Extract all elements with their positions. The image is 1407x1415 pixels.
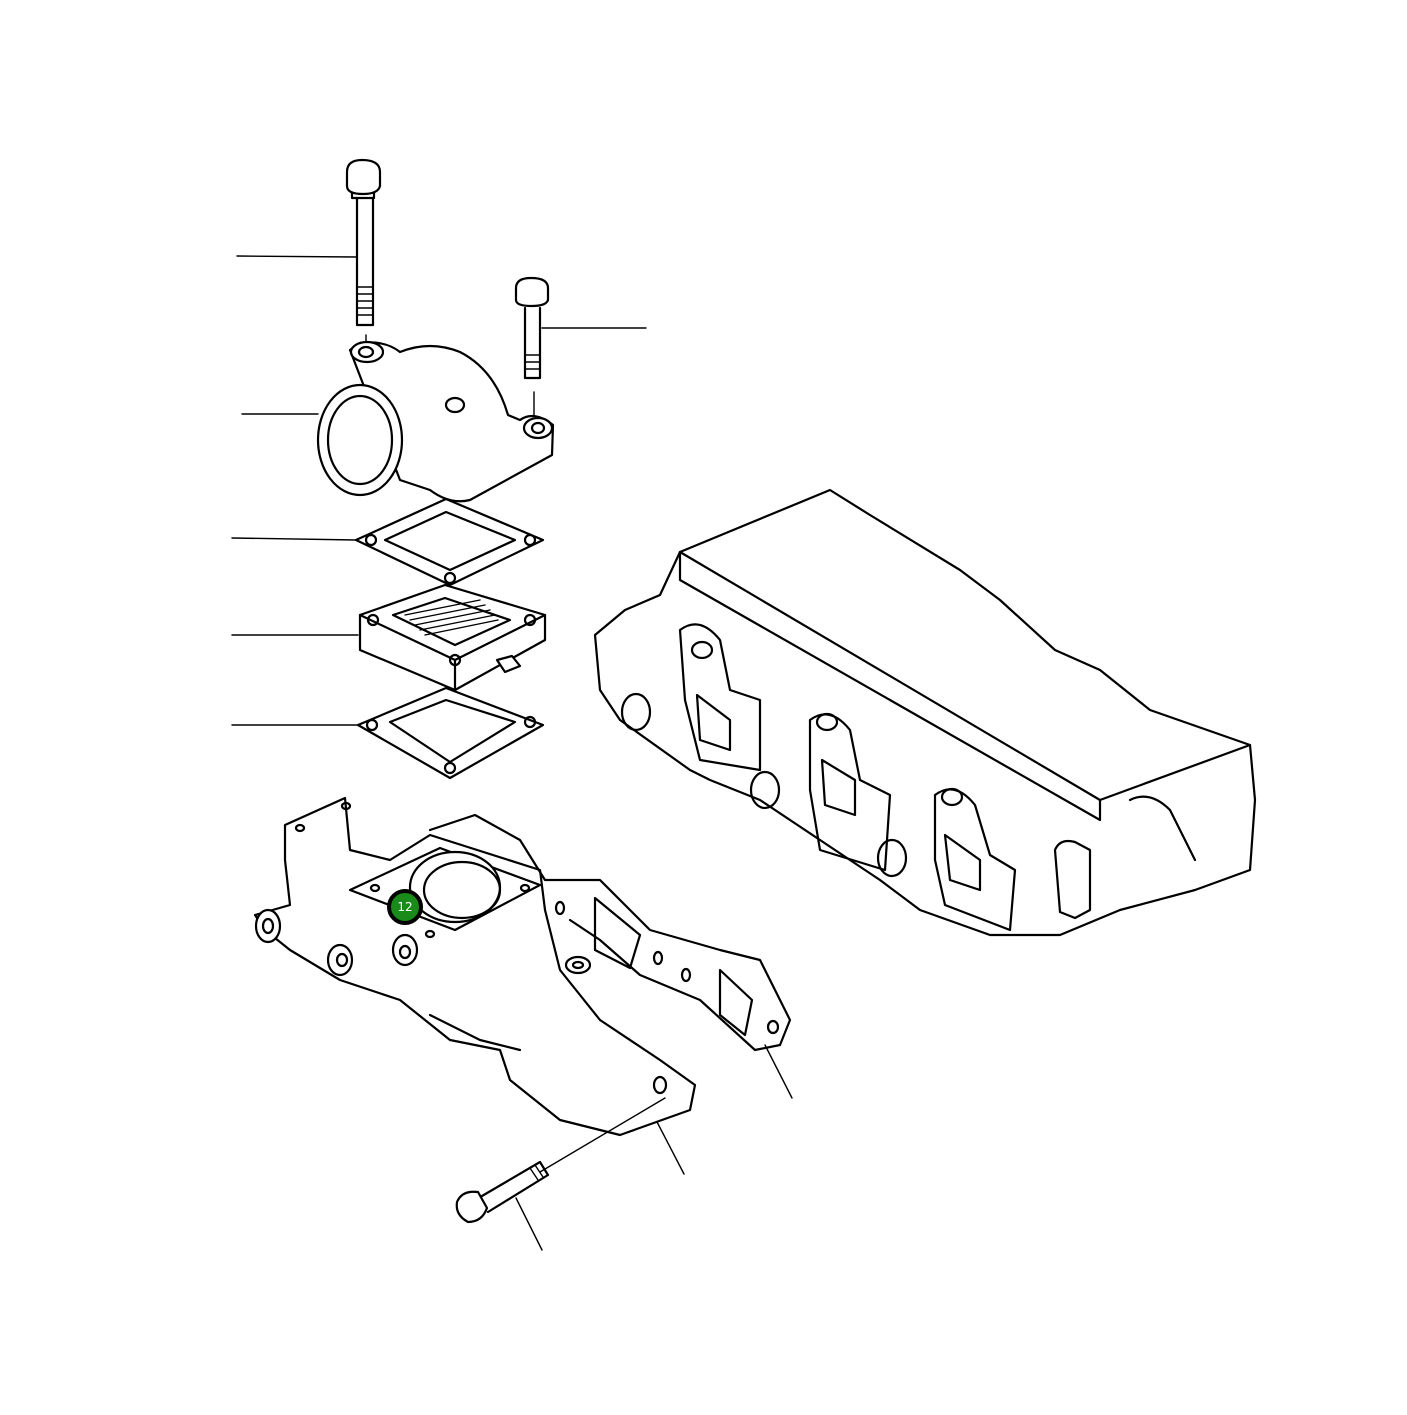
- elbow-outlet-housing: [316, 340, 555, 503]
- manifold-bolt: [455, 1097, 666, 1224]
- short-flange-bolt: [514, 276, 550, 421]
- long-flange-bolt: [345, 158, 382, 351]
- callout-12[interactable]: 12: [387, 889, 423, 925]
- lower-gasket: [356, 686, 545, 780]
- heat-exchanger-spacer: [358, 583, 547, 692]
- leader-lines: [231, 255, 793, 1251]
- callout-label: 12: [397, 900, 413, 914]
- cylinder-head: [593, 488, 1257, 937]
- exhaust-manifold: [253, 796, 697, 1137]
- manifold-gasket: [428, 813, 792, 1052]
- upper-gasket: [354, 497, 545, 587]
